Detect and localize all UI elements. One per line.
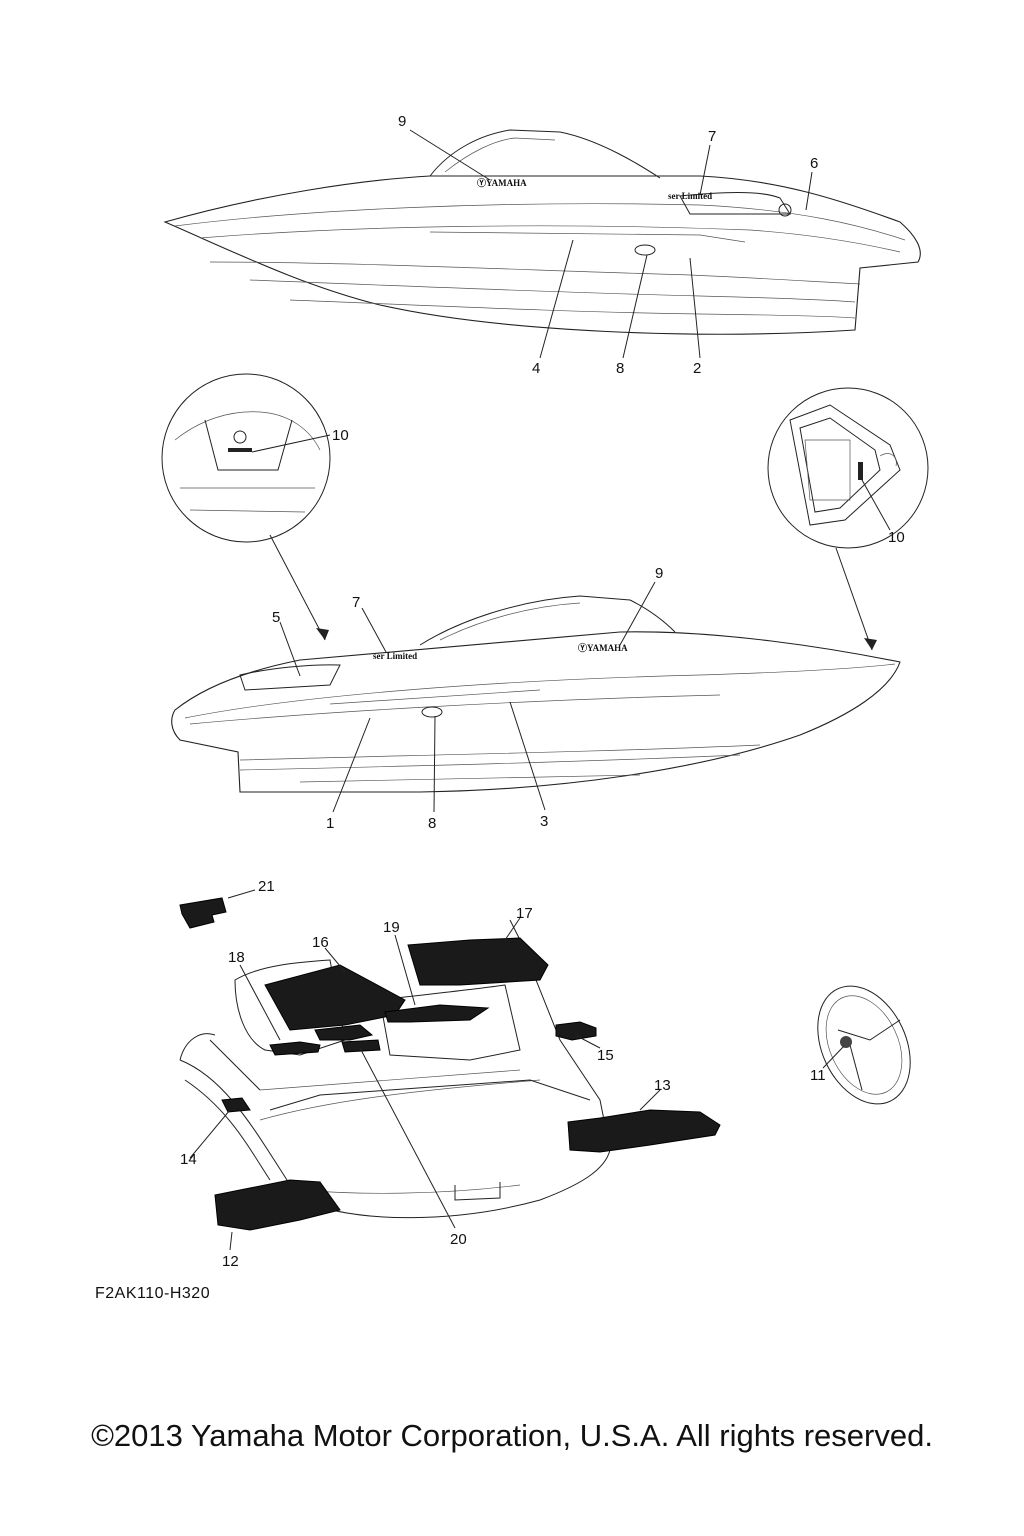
mat-19a — [314, 1024, 374, 1041]
callout-3: 3 — [540, 813, 548, 830]
callout-18: 18 — [228, 949, 245, 966]
yamaha-badge-stern — [858, 462, 863, 480]
model-decal-middle: ser Limited — [373, 651, 417, 661]
yamaha-decal-top: ⓎYAMAHA — [477, 177, 527, 188]
copyright-notice: ©2013 Yamaha Motor Corporation, U.S.A. A… — [91, 1418, 933, 1453]
callout-21: 21 — [258, 878, 275, 895]
mat-17 — [407, 937, 549, 986]
callout-6: 6 — [810, 155, 818, 172]
callout-9-top: 9 — [398, 113, 406, 130]
steering-wheel — [817, 985, 911, 1105]
callout-7-top: 7 — [708, 128, 716, 145]
steering-badge — [840, 1036, 852, 1048]
boat-side-view-top: ⓎYAMAHA ser Limited — [163, 129, 921, 335]
callout-4: 4 — [532, 360, 540, 377]
diagram-part-code: F2AK110-H320 — [95, 1285, 211, 1302]
callout-7-middle: 7 — [352, 594, 360, 611]
model-decal-top: ser Limited — [668, 191, 712, 201]
yamaha-badge-bow — [228, 448, 252, 452]
arrow-head-right — [864, 638, 877, 650]
callout-8-middle: 8 — [428, 815, 436, 832]
callout-16: 16 — [312, 934, 329, 951]
mat-12 — [214, 1179, 341, 1231]
callout-13: 13 — [654, 1077, 671, 1094]
mat-21 — [179, 897, 227, 929]
callout-19: 19 — [383, 919, 400, 936]
leader-10-right — [861, 479, 891, 531]
arrow-right-detail — [835, 547, 873, 651]
mat-13 — [567, 1109, 721, 1153]
callout-14: 14 — [180, 1151, 197, 1168]
callout-10-left: 10 — [332, 427, 349, 444]
callout-11: 11 — [810, 1067, 826, 1084]
callout-9-middle: 9 — [655, 565, 663, 582]
mat-19b — [384, 1004, 490, 1023]
mat-20 — [341, 1039, 381, 1053]
leader-11 — [822, 1045, 845, 1069]
callout-2: 2 — [693, 360, 701, 377]
callout-8-top: 8 — [616, 360, 624, 377]
arrow-head-left — [316, 628, 329, 640]
yamaha-decal-middle: ⓎYAMAHA — [578, 642, 628, 653]
boat-side-view-middle: ⓎYAMAHA ser Limited — [171, 595, 901, 793]
callout-20: 20 — [450, 1231, 467, 1248]
callout-5: 5 — [272, 609, 280, 626]
callout-leaders-cockpit — [189, 889, 661, 1251]
arrow-left-detail — [269, 534, 326, 641]
mat-15 — [555, 1021, 597, 1041]
callout-10-right: 10 — [888, 529, 905, 546]
callout-15: 15 — [597, 1047, 614, 1064]
callout-1: 1 — [326, 815, 334, 832]
callout-17: 17 — [516, 905, 533, 922]
mat-18 — [269, 1041, 321, 1056]
callout-12: 12 — [222, 1253, 239, 1270]
leader-10-left — [251, 434, 331, 453]
callout-leaders-top — [409, 129, 813, 359]
callout-leaders-middle — [279, 581, 656, 813]
detail-circle-left — [161, 373, 331, 543]
mat-14 — [221, 1097, 251, 1113]
detail-circle-right — [767, 387, 929, 549]
